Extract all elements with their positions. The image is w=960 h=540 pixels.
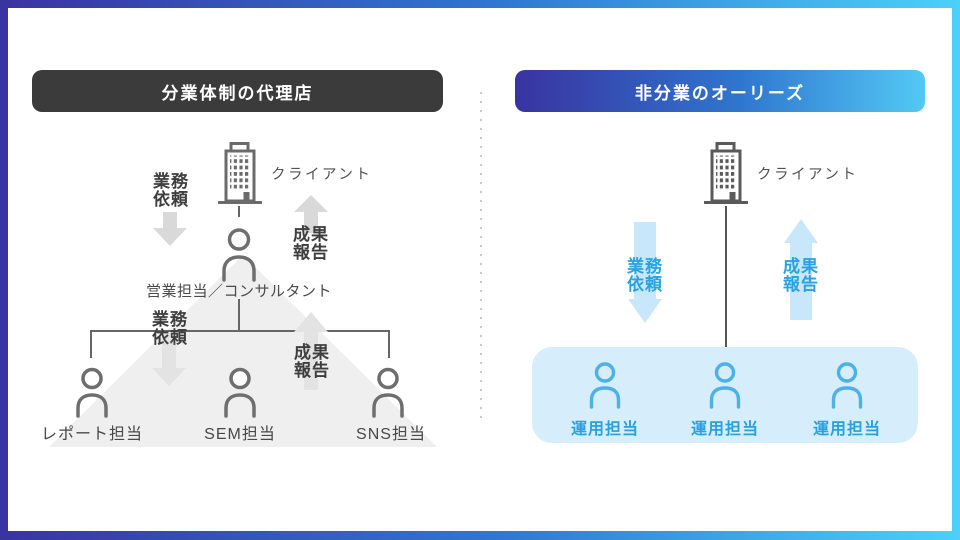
left-panel-header: 分業体制の代理店 <box>32 70 443 112</box>
arrow-down-icon <box>153 212 187 246</box>
person-icon-report <box>70 366 114 418</box>
left-client-label: クライアント <box>271 167 373 183</box>
right-panel-title: 非分業のオーリーズ <box>634 83 806 103</box>
connector-line <box>238 206 240 217</box>
tree-line-horizontal <box>90 330 390 332</box>
role-label-report: レポート担当 <box>40 426 144 443</box>
consultant-label: 営業担当／コンサルタント <box>145 283 333 300</box>
left-report-top-label: 成果 報告 <box>293 225 329 262</box>
person-icon-ops-1 <box>585 361 625 409</box>
client-to-team-line <box>725 206 727 347</box>
person-icon-ops-2 <box>705 361 745 409</box>
role-label-ops-2: 運用担当 <box>690 421 760 438</box>
right-report-label: 成果 報告 <box>783 257 819 294</box>
left-report-bottom-label: 成果 報告 <box>294 343 330 380</box>
person-icon-ops-3 <box>827 361 867 409</box>
building-icon <box>217 140 263 204</box>
person-icon-sem <box>218 366 262 418</box>
building-icon <box>703 140 749 204</box>
left-request-bottom-label: 業務 依頼 <box>152 310 188 347</box>
right-client-label: クライアント <box>757 167 859 183</box>
tree-line-drop-left <box>90 330 92 358</box>
person-icon-consultant <box>217 226 261 282</box>
dotted-divider <box>480 92 482 418</box>
role-label-sns: SNS担当 <box>356 426 426 443</box>
role-label-ops-1: 運用担当 <box>570 421 640 438</box>
role-label-ops-3: 運用担当 <box>812 421 882 438</box>
person-icon-sns <box>366 366 410 418</box>
tree-line-vertical <box>238 299 240 331</box>
role-label-sem: SEM担当 <box>204 426 276 443</box>
left-panel-title: 分業体制の代理店 <box>161 83 314 103</box>
tree-line-drop-right <box>388 330 390 358</box>
right-request-label: 業務 依頼 <box>627 257 663 294</box>
right-panel-header: 非分業のオーリーズ <box>515 70 925 112</box>
left-request-top-label: 業務 依頼 <box>153 172 189 209</box>
